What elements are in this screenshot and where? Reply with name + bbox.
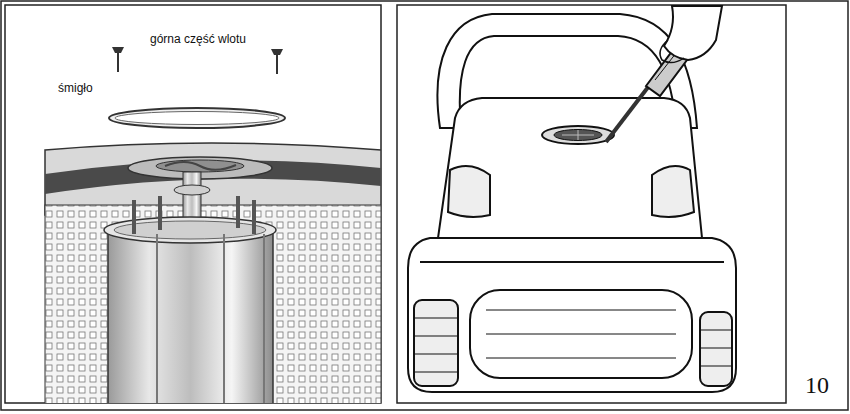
part-label: górna część wlotu <box>150 33 246 46</box>
figure-number: 10 <box>805 372 829 398</box>
part-label: śmigło <box>58 82 93 95</box>
